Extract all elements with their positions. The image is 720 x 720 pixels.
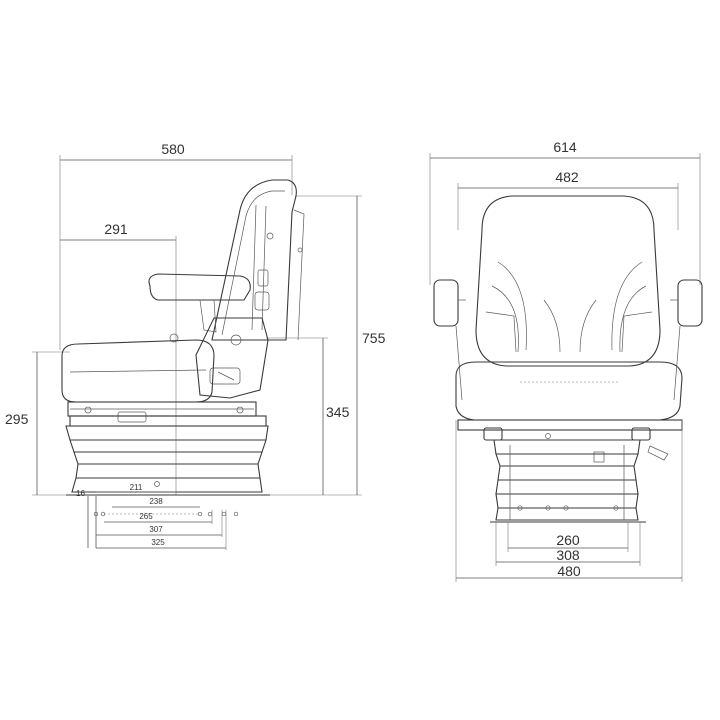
front-base-dimensions: 260 308 480 [455, 420, 683, 582]
dim-480-label: 480 [557, 563, 581, 579]
dimension-345: 345 [266, 337, 350, 495]
dim-580-label: 580 [161, 141, 185, 157]
dimension-482: 482 [457, 169, 679, 230]
dimension-614: 614 [429, 139, 701, 285]
side-base-dimensions: 16 211 238 265 307 325 [76, 483, 239, 550]
side-view: 580 291 755 345 295 [5, 141, 386, 550]
dim-482-label: 482 [555, 169, 579, 185]
front-backrest [475, 195, 661, 367]
dim-16-label: 16 [76, 489, 85, 498]
side-backrest [211, 179, 305, 341]
side-armrest [148, 273, 251, 333]
dim-325-label: 325 [151, 538, 165, 547]
front-frame [457, 419, 683, 463]
dim-260-label: 260 [556, 532, 580, 548]
dimension-295: 295 [5, 351, 70, 496]
side-frame [67, 401, 267, 427]
dim-307-label: 307 [149, 525, 163, 534]
front-seat-cushion [455, 361, 683, 421]
dimension-755: 755 [270, 195, 386, 496]
dimension-291: 291 [60, 221, 177, 495]
dim-238-label: 238 [149, 497, 163, 506]
dim-291-label: 291 [104, 221, 128, 237]
front-armrest-right [670, 279, 703, 401]
dim-614-label: 614 [553, 139, 577, 155]
dimension-580: 580 [59, 141, 293, 350]
dim-308-label: 308 [556, 547, 580, 563]
front-bellows [490, 439, 646, 523]
dim-345-label: 345 [326, 404, 350, 420]
side-seat-cushion [61, 339, 215, 403]
front-armrest-left [433, 279, 466, 401]
side-bellows [65, 425, 270, 496]
dim-295-label: 295 [5, 411, 29, 427]
dim-755-label: 755 [362, 330, 386, 346]
side-mechanism [169, 317, 269, 399]
dim-265-label: 265 [139, 512, 153, 521]
front-view: 614 482 [429, 139, 703, 582]
dim-211-label: 211 [130, 483, 143, 492]
